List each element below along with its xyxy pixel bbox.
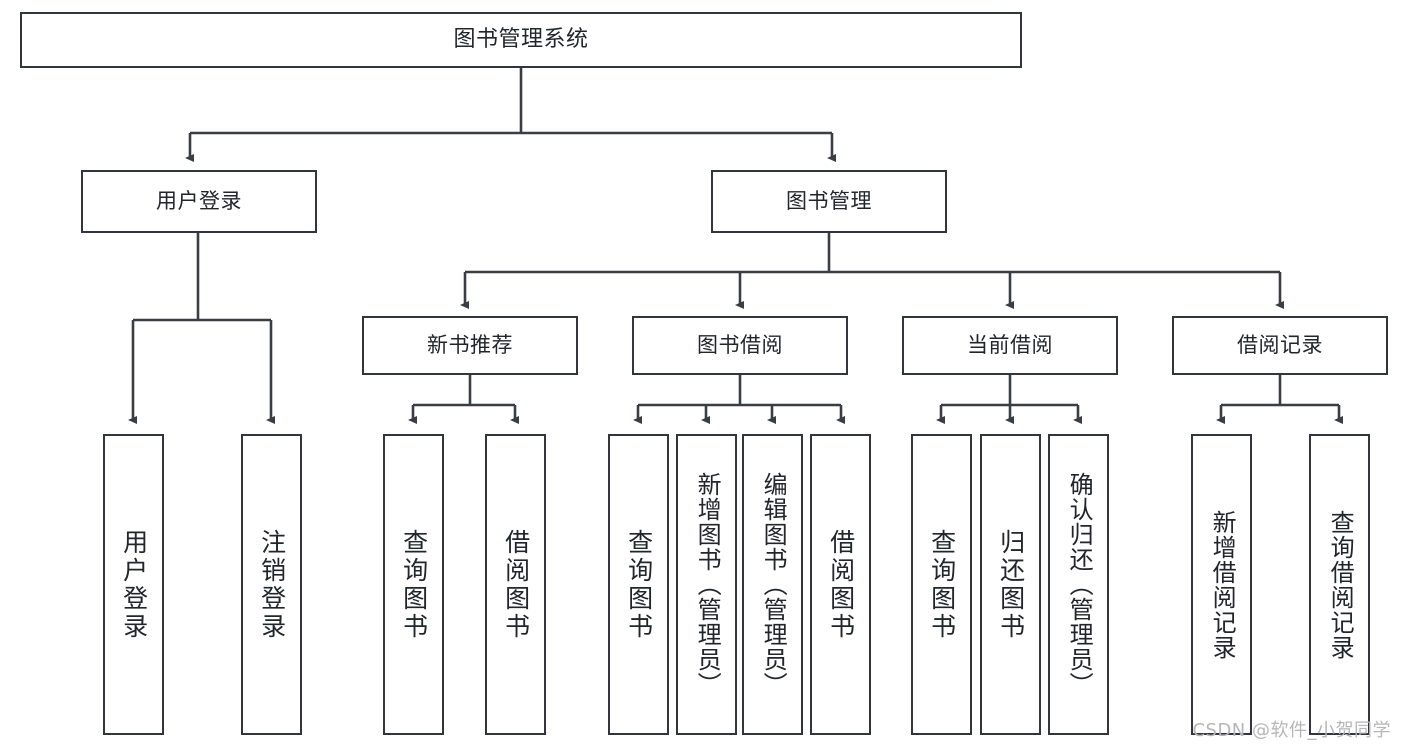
node-user-login[interactable]: 用户登录 — [81, 170, 317, 233]
leaf-query-book-recommend[interactable]: 查询图书 — [383, 434, 444, 735]
leaf-borrow-book-recommend[interactable]: 借阅图书 — [485, 434, 546, 735]
node-label: 借阅图书 — [826, 528, 856, 641]
node-new-book-recommend[interactable]: 新书推荐 — [362, 316, 578, 375]
node-label: 查询图书 — [624, 528, 654, 641]
watermark: CSDN @软件_小贺同学 — [1192, 720, 1391, 741]
node-label: 新增借阅记录 — [1208, 509, 1237, 660]
leaf-add-book-admin[interactable]: 新增图书（管理员） — [676, 434, 737, 735]
node-label: 新增图书（管理员） — [693, 472, 722, 697]
leaf-query-book-borrow[interactable]: 查询图书 — [608, 434, 669, 735]
node-label: 查询图书 — [927, 528, 957, 641]
node-label: 图书管理 — [786, 189, 872, 214]
node-label: 借阅图书 — [501, 528, 531, 641]
node-borrow-record[interactable]: 借阅记录 — [1172, 316, 1388, 375]
leaf-return-book[interactable]: 归还图书 — [980, 434, 1041, 735]
node-label: 借阅记录 — [1237, 333, 1323, 358]
node-label: 确认归还（管理员） — [1065, 472, 1094, 697]
node-label: 当前借阅 — [967, 333, 1053, 358]
leaf-user-login[interactable]: 用户登录 — [103, 434, 164, 735]
node-book-borrow[interactable]: 图书借阅 — [632, 316, 848, 375]
node-label: 用户登录 — [119, 528, 149, 641]
leaf-query-borrow-record[interactable]: 查询借阅记录 — [1309, 434, 1370, 735]
node-label: 编辑图书（管理员） — [759, 472, 788, 697]
node-label: 图书借阅 — [697, 333, 783, 358]
node-label: 图书管理系统 — [453, 27, 589, 53]
leaf-edit-book-admin[interactable]: 编辑图书（管理员） — [742, 434, 803, 735]
node-label: 查询图书 — [399, 528, 429, 641]
node-book-management-system[interactable]: 图书管理系统 — [20, 12, 1022, 68]
node-label: 用户登录 — [156, 189, 242, 214]
node-label: 新书推荐 — [427, 333, 513, 358]
node-current-borrow[interactable]: 当前借阅 — [902, 316, 1118, 375]
node-label: 查询借阅记录 — [1326, 509, 1355, 660]
leaf-add-borrow-record[interactable]: 新增借阅记录 — [1191, 434, 1252, 735]
leaf-logout[interactable]: 注销登录 — [241, 434, 302, 735]
leaf-query-book-current[interactable]: 查询图书 — [911, 434, 972, 735]
node-label: 归还图书 — [996, 528, 1026, 641]
node-book-management[interactable]: 图书管理 — [711, 170, 947, 233]
node-label: 注销登录 — [257, 528, 287, 641]
leaf-confirm-return-admin[interactable]: 确认归还（管理员） — [1048, 434, 1109, 735]
leaf-borrow-book[interactable]: 借阅图书 — [810, 434, 871, 735]
